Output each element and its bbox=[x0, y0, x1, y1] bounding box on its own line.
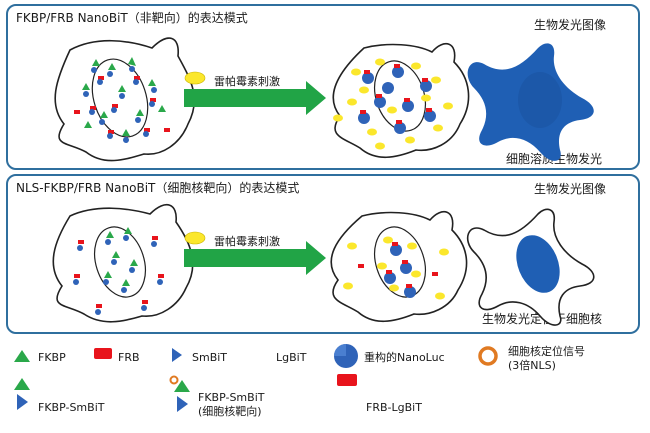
nanoluc-icon bbox=[334, 344, 358, 368]
rapamycin-particles-bottom bbox=[343, 236, 449, 300]
imaging-label-bottom: 生物发光图像 bbox=[534, 182, 607, 196]
legend-nls-line1: 细胞核定位信号 bbox=[508, 345, 585, 358]
fkbp-smbit-nls-icon bbox=[169, 375, 190, 412]
stimulus-label-top: 雷帕霉素刺激 bbox=[214, 75, 280, 88]
legend-fkbp-smbit-nls-line2: (细胞核靶向) bbox=[198, 405, 262, 418]
stimulus-arrow-bottom bbox=[184, 241, 326, 275]
stimulus-arrow-top bbox=[184, 81, 326, 115]
legend-smbit: SmBiT bbox=[192, 351, 228, 364]
frb-bound-bottom bbox=[358, 242, 438, 288]
panel-nuclear-targeted: NLS-FKBP/FRB NanoBiT（细胞核靶向）的表达模式 生物发光图像 … bbox=[6, 174, 640, 334]
imaging-label-top: 生物发光图像 bbox=[534, 18, 607, 32]
legend-nls-line2: (3倍NLS) bbox=[508, 359, 556, 372]
frb-molecules-top bbox=[74, 76, 170, 134]
fkbp-smbit-icon bbox=[14, 378, 30, 410]
bit-molecules-top bbox=[83, 66, 157, 143]
frb-bound-top bbox=[360, 64, 432, 124]
legend-fkbp-smbit: FKBP-SmBiT bbox=[38, 401, 105, 414]
cell-after-bottom bbox=[330, 210, 468, 323]
legend-nanoluc: 重构的NanoLuc bbox=[364, 351, 445, 364]
fkbp-molecules-top bbox=[82, 57, 166, 136]
legend-graphics bbox=[14, 344, 498, 412]
panel-title-nuclear-targeted: NLS-FKBP/FRB NanoBiT（细胞核靶向）的表达模式 bbox=[16, 181, 300, 195]
legend-fkbp-smbit-nls-line1: FKBP-SmBiT bbox=[198, 391, 265, 404]
frb-lgbit-icon bbox=[337, 374, 357, 410]
panel-title-non-targeted: FKBP/FRB NanoBiT（非靶向）的表达模式 bbox=[16, 11, 248, 25]
legend-frb-lgbit: FRB-LgBiT bbox=[366, 401, 422, 414]
fkbp-icon bbox=[14, 350, 30, 362]
frb-icon bbox=[94, 348, 112, 359]
frb-molecules-bottom bbox=[74, 236, 164, 308]
lgbit-icon bbox=[258, 344, 269, 366]
smbit-icon bbox=[172, 348, 182, 362]
rapamycin-icon-bottom bbox=[184, 231, 206, 245]
cell-before-top bbox=[54, 37, 196, 162]
nucleus-before-bottom bbox=[94, 226, 146, 298]
nls-icon bbox=[478, 346, 498, 366]
nanoluc-complexes-bottom bbox=[384, 244, 416, 298]
rapamycin-particles-top bbox=[333, 58, 453, 150]
fkbp-molecules-bottom bbox=[104, 227, 138, 286]
cell-before-bottom bbox=[52, 203, 194, 323]
luminescence-nucleus-shade bbox=[518, 72, 562, 128]
legend-fkbp: FKBP bbox=[38, 351, 66, 364]
panel-non-targeted: FKBP/FRB NanoBiT（非靶向）的表达模式 生物发光图像 雷帕霉素刺激… bbox=[6, 4, 640, 170]
scene-top bbox=[54, 37, 594, 162]
stimulus-label-bottom: 雷帕霉素刺激 bbox=[214, 235, 280, 248]
legend-frb: FRB bbox=[118, 351, 140, 364]
luminescence-nucleus bbox=[516, 235, 560, 293]
bit-molecules-bottom bbox=[73, 235, 163, 315]
rapamycin-icon-top bbox=[184, 71, 206, 85]
legend-lgbit: LgBiT bbox=[276, 351, 307, 364]
nanoluc-complexes-top bbox=[358, 66, 436, 134]
scene-bottom bbox=[52, 203, 595, 326]
